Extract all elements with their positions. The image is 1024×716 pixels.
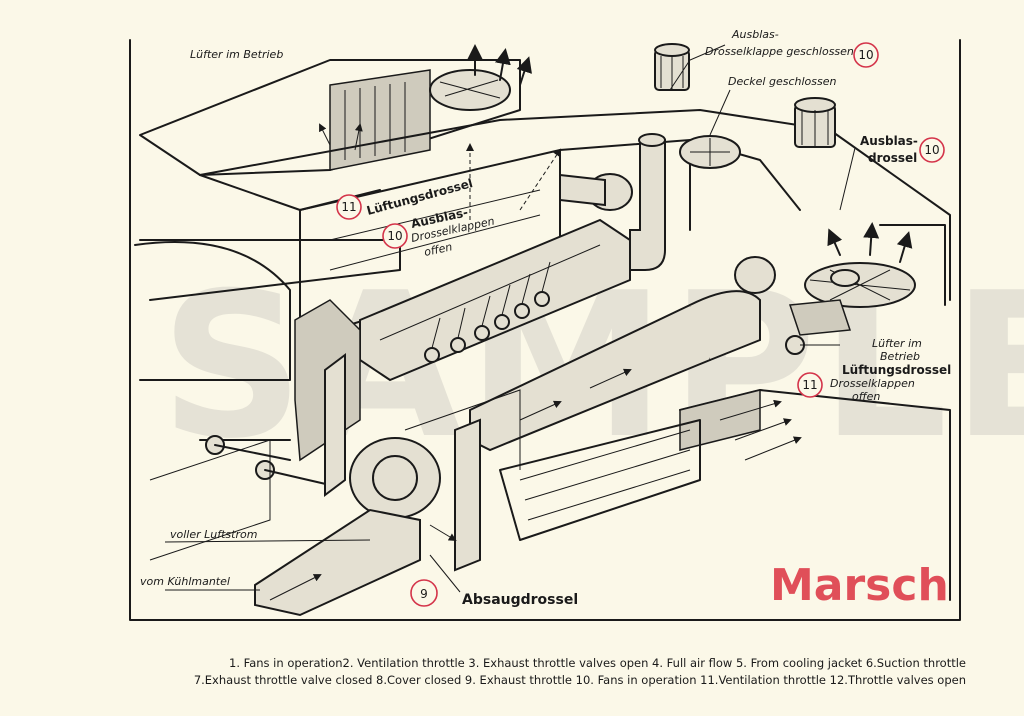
label-absaugdrossel: Absaugdrossel [462, 592, 578, 608]
label-lueftungsdrossel-right-3: offen [852, 390, 880, 403]
caption-line-1: 1. Fans in operation2. Ventilation throt… [229, 656, 966, 670]
badge-10-left: 10 [387, 229, 402, 243]
label-luefter-right-2: Betrieb [880, 350, 920, 363]
label-deckel: Deckel geschlossen [728, 75, 836, 88]
frame-border [129, 39, 961, 621]
badge-11-right: 11 [802, 378, 817, 392]
badge-9-circle [410, 579, 438, 607]
label-ausblas-closed-2: Drosselklappe geschlossen [705, 45, 854, 58]
front-left-rods [149, 435, 331, 561]
badge-10-right: 10 [924, 143, 939, 157]
label-lueftungsdrossel-right-2: Drosselklappen [830, 377, 915, 390]
label-voller-luftstrom: voller Luftstrom [170, 528, 257, 541]
valve-row [424, 261, 551, 363]
label-ausblas-closed-1: Ausblas- [731, 28, 779, 41]
caption-line-2: 7.Exhaust throttle valve closed 8.Cover … [193, 673, 966, 687]
badge-9: 9 [420, 587, 428, 601]
right-fan [785, 222, 946, 355]
label-lueftungsdrossel-right-1: Lüftungsdrossel [842, 363, 951, 377]
badge-11-left: 11 [341, 200, 356, 214]
label-ausblas-drossel-2: drossel [868, 151, 917, 165]
label-luefter-top: Lüfter im Betrieb [190, 48, 283, 61]
right-floor [499, 389, 951, 601]
badge-10-top: 10 [858, 48, 873, 62]
vertical-pipe [629, 133, 666, 271]
label-luefter-right-1: Lüfter im [872, 337, 922, 350]
front-bellows [254, 299, 521, 617]
lower-duct [469, 256, 776, 452]
badge-11-left-circle [336, 194, 362, 220]
badge-10-top-circle [853, 42, 879, 68]
diagram-title: Marsch [770, 560, 949, 611]
badge-11-right-circle [797, 372, 823, 398]
badge-10-left-circle [382, 223, 408, 249]
label-vom-kuehlmantel: vom Kühlmantel [140, 575, 230, 588]
label-ausblas-open-3: offen [423, 240, 454, 259]
label-ausblas-drossel-1: Ausblas- [860, 134, 918, 148]
airflow-arrows [319, 123, 562, 220]
exhaust-chimneys [654, 43, 836, 169]
upper-duct [359, 173, 633, 382]
badge-10-right-circle [919, 137, 945, 163]
leader-lines [164, 44, 856, 593]
